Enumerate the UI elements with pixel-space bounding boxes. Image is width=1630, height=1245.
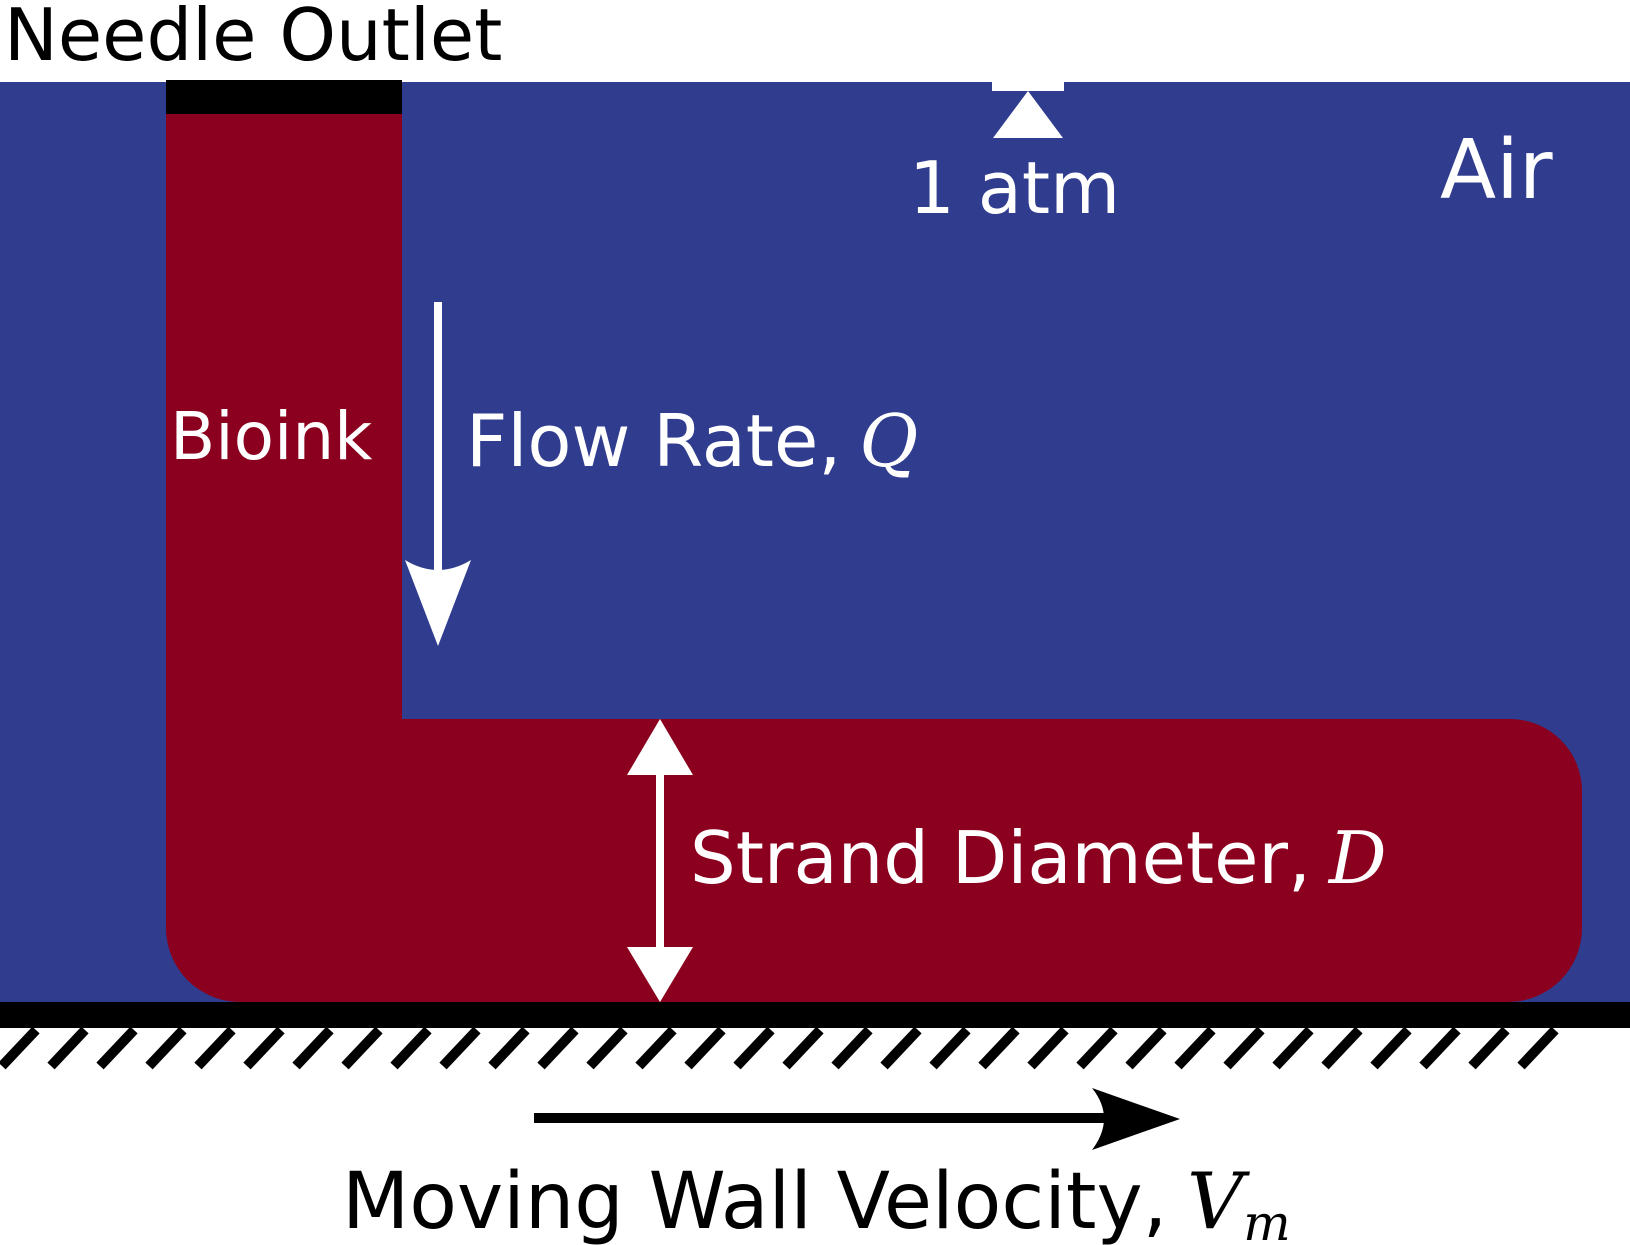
strand-diameter-text: Strand Diameter, [690,816,1311,900]
strand-diameter-label: Strand Diameter, D [690,816,1387,900]
hatch-mark [1076,1026,1118,1070]
hatch-mark [635,1026,677,1070]
hatch-mark [537,1026,579,1070]
hatch-mark [782,1026,824,1070]
hatch-mark [1321,1026,1363,1070]
pressure-marker-icon [992,82,1064,138]
hatch-mark [1272,1026,1314,1070]
bioink-label: Bioink [170,398,373,475]
hatch-mark [880,1026,922,1070]
hatch-mark [341,1026,383,1070]
flow-rate-text: Flow Rate, [466,399,841,483]
needle-outlet-label: Needle Outlet [4,0,502,77]
moving-wall [0,1002,1630,1028]
hatch-mark [978,1026,1020,1070]
moving-wall-label: Moving Wall Velocity, Vm [342,1157,1291,1245]
wall-velocity-arrow [534,1088,1180,1150]
hatch-mark [243,1026,285,1070]
moving-wall-subscript: m [1243,1194,1290,1245]
strand-diameter-symbol: D [1327,816,1387,900]
pressure-label: 1 atm [909,146,1120,230]
hatch-mark [145,1026,187,1070]
flow-rate-symbol: Q [859,399,918,483]
hatch-mark [684,1026,726,1070]
hatch-mark [1468,1026,1510,1070]
hatch-mark [0,1026,40,1070]
hatch-mark [194,1026,236,1070]
flow-direction-arrow [405,302,471,646]
hatch-mark [47,1026,89,1070]
moving-wall-text: Moving Wall Velocity, [342,1157,1167,1245]
hatch-mark [1125,1026,1167,1070]
hatch-mark [96,1026,138,1070]
strand-diameter-arrow [627,719,693,1002]
hatch-mark [1223,1026,1265,1070]
hatch-mark [1370,1026,1412,1070]
hatch-mark [292,1026,334,1070]
hatch-mark [439,1026,481,1070]
flow-rate-label: Flow Rate, Q [466,399,918,483]
wall-hatching [0,1026,1559,1070]
moving-wall-symbol: V [1187,1157,1250,1245]
hatch-mark [1027,1026,1069,1070]
hatch-mark [733,1026,775,1070]
hatch-mark [831,1026,873,1070]
needle-outlet-bar [166,80,402,114]
hatch-mark [929,1026,971,1070]
air-label: Air [1440,123,1553,218]
bioink-region [166,112,1582,1002]
hatch-mark [390,1026,432,1070]
hatch-mark [1419,1026,1461,1070]
hatch-mark [488,1026,530,1070]
hatch-mark [1174,1026,1216,1070]
hatch-mark [1517,1026,1559,1070]
hatch-mark [586,1026,628,1070]
